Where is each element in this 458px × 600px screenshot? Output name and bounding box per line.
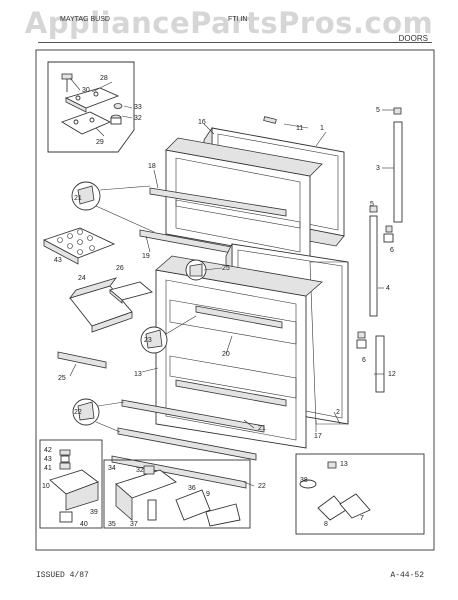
inset-hinge-top [47, 61, 135, 153]
callout-32: 33 [134, 104, 142, 111]
callout-31b: 32 [136, 467, 144, 474]
header-rule [38, 42, 432, 43]
detail-circle-2 [185, 259, 207, 281]
header-section-title: DOORS [398, 34, 428, 43]
callout-36: 37 [130, 521, 138, 528]
callout-23a: 21 [74, 195, 82, 202]
leader-lines [69, 77, 394, 487]
callout-5b: 5 [370, 201, 374, 208]
page-code: A-44-52 [390, 571, 424, 580]
callout-4: 4 [386, 285, 390, 292]
callout-10: 10 [42, 483, 50, 490]
hinge-pin-lower [369, 205, 394, 317]
callout-23c: 22 [74, 409, 82, 416]
hinge-pin-upper [393, 107, 403, 223]
callout-37: 38 [300, 477, 308, 484]
freezer-door [139, 126, 345, 263]
callout-17: 17 [314, 433, 322, 440]
butter-lid [109, 281, 153, 304]
callout-1: 1 [320, 125, 324, 132]
callout-30: 30 [82, 87, 90, 94]
callout-24: 24 [78, 275, 86, 282]
callout-13a: 13 [134, 371, 142, 378]
callout-27: 26 [116, 265, 124, 272]
callout-18: 18 [148, 163, 156, 170]
callout-43: 43 [54, 257, 62, 264]
callout-7: 7 [360, 515, 364, 522]
gasket-part [263, 116, 277, 124]
door-strip-12 [375, 335, 385, 393]
callout-11: 11 [296, 125, 303, 132]
callout-41: 42 [44, 447, 52, 454]
watermark: AppliancePartsPros.com [24, 6, 434, 40]
callout-35: 36 [188, 485, 196, 492]
butter-compartment [68, 277, 133, 333]
inset-hinge-bottom [39, 439, 103, 529]
callout-21: 21 [258, 425, 266, 432]
fresh-food-door [111, 243, 349, 489]
callout-13b: 13 [340, 461, 348, 468]
callout-33: 34 [108, 465, 116, 472]
inset-hinge-middle [103, 459, 251, 529]
detail-circle-3 [140, 315, 197, 354]
callout-22: 22 [258, 483, 266, 490]
callout-6b: 6 [362, 357, 366, 364]
callout-34: 35 [108, 521, 116, 528]
header-mid-text: FTI IN [228, 16, 248, 23]
callout-19: 19 [142, 253, 150, 260]
callout-28: 28 [100, 75, 108, 82]
callout-16: 16 [198, 119, 206, 126]
callout-25: 25 [58, 375, 66, 382]
issued-date: ISSUED 4/87 [36, 571, 89, 580]
callout-40: 41 [44, 465, 52, 472]
trim-strip [57, 351, 107, 369]
bushing-lower [356, 331, 367, 349]
callout-12: 12 [388, 371, 396, 378]
callout-labels: 28 30 33 32 29 5 11 1 16 3 18 21 5 6 19 … [42, 75, 396, 528]
callout-38: 39 [90, 509, 98, 516]
callout-29: 29 [96, 139, 104, 146]
callout-20: 20 [222, 351, 230, 358]
callout-3: 3 [376, 165, 380, 172]
inset-bottom-right [295, 453, 425, 535]
callout-5a: 5 [376, 107, 380, 114]
callout-8: 8 [324, 521, 328, 528]
callout-39: 40 [80, 521, 88, 528]
detail-circle-4 [72, 398, 125, 433]
egg-tray [42, 227, 116, 265]
detail-circle-1 [71, 181, 155, 233]
callout-31: 32 [134, 115, 142, 122]
callout-6a: 6 [390, 247, 394, 254]
callout-9: 9 [206, 491, 210, 498]
diagram-frame [35, 49, 435, 551]
callout-26: 25 [222, 265, 230, 272]
callout-23b: 23 [144, 337, 152, 344]
callout-2: 2 [336, 409, 340, 416]
callout-42: 43 [44, 456, 52, 463]
header-model-text: MAYTAG BUSD [60, 16, 110, 23]
